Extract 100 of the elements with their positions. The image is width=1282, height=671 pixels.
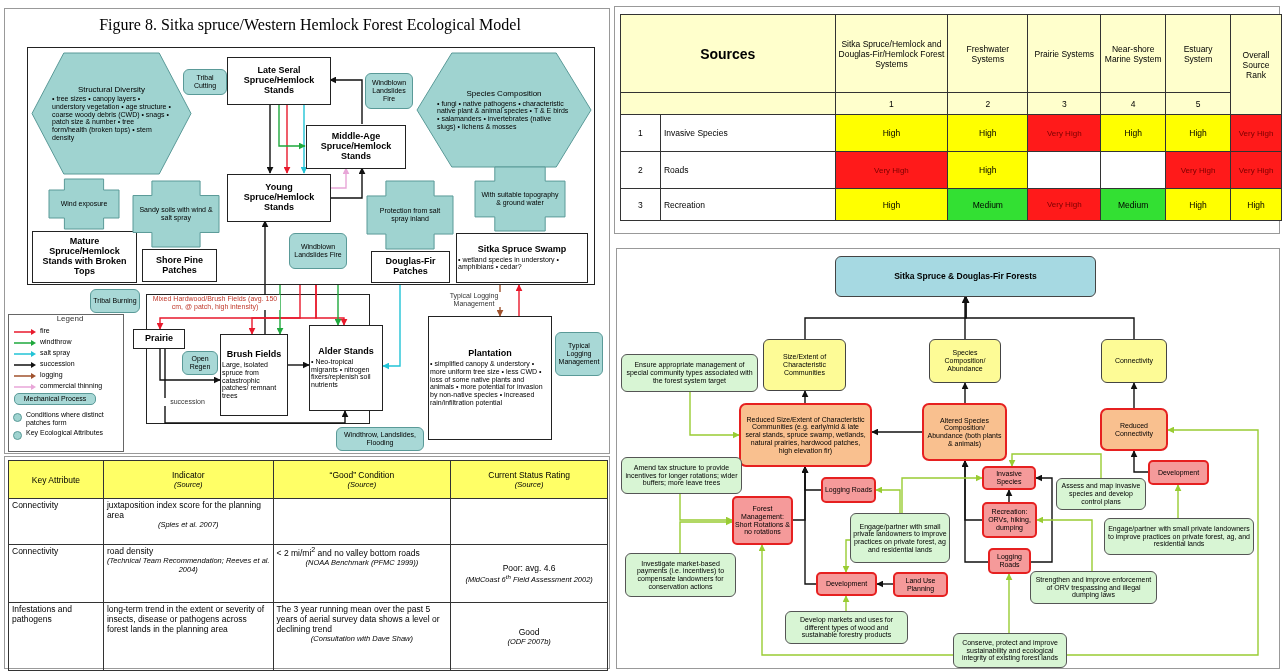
node-label: Mature Spruce/Hemlock Stands with Broken Tops: [41, 237, 128, 277]
stress-box: [922, 403, 1007, 461]
node-label: Alder Stands: [318, 347, 374, 358]
table-cell: Invasive Species: [660, 114, 836, 152]
arrow: [1030, 474, 1053, 563]
callout-bubble: [289, 233, 347, 269]
arrow: [876, 580, 894, 588]
condition-cross: [133, 181, 219, 247]
table-cell-text: The 3 year running mean over the past 5 years of aerial survey data shows a level or declining trend: [276, 604, 441, 634]
node-label: Plantation: [468, 349, 512, 360]
arrow: [961, 460, 983, 521]
table-cell: Prairie Systems: [1027, 14, 1101, 93]
stand-box: [371, 251, 450, 283]
stand-box: [142, 249, 217, 282]
threat-box: [732, 496, 793, 545]
threat-box: [1148, 460, 1209, 485]
table-cell: High: [1100, 114, 1166, 152]
table-cell-text: < 2 mi/mi$^{2}$ and no valley bottom roads: [276, 546, 421, 558]
arrow: [1008, 453, 1102, 479]
arrow: [842, 539, 851, 573]
arrow: [801, 390, 809, 404]
table-cell: High: [1230, 188, 1282, 221]
arrow: [276, 284, 284, 335]
attribute-hexagon: [417, 53, 591, 167]
condition-cross: [475, 167, 565, 231]
table-cell-text: Indicator: [170, 470, 206, 480]
arrow: [801, 466, 822, 491]
arrow: [329, 76, 363, 125]
stand-box: [220, 334, 288, 416]
arrow: [266, 103, 274, 174]
arrow: [1066, 426, 1259, 656]
arrow: [334, 284, 342, 326]
arrow: [1130, 450, 1149, 473]
table-cell: Sources: [620, 14, 836, 93]
table-cell-text: Poor: avg. 4.6: [501, 562, 557, 573]
strategy-box: [785, 611, 908, 644]
node-label: Prairie: [145, 334, 173, 344]
attribute-box: [763, 339, 846, 391]
arrow: [1130, 382, 1138, 409]
arrow: [1005, 489, 1013, 503]
arrow: [679, 518, 733, 554]
callout-bubble: [182, 351, 218, 375]
stand-box: [227, 57, 331, 105]
callout-bubble: [90, 289, 140, 313]
arrow: [300, 103, 308, 174]
threat-box: [988, 548, 1031, 574]
table-cell: High: [835, 188, 948, 221]
strategy-box: [953, 633, 1067, 668]
arrow: [329, 167, 366, 199]
arrow: [961, 296, 969, 340]
stand-box: [227, 174, 331, 222]
table-cell: High: [1165, 114, 1231, 152]
figure-title: Figure 8. Sitka spruce/Western Hemlock Forest Ecological Model: [98, 16, 522, 34]
table-cell: 1: [620, 114, 661, 152]
arrow: [287, 361, 310, 369]
threat-box: [893, 572, 948, 597]
stress-box: [1100, 408, 1168, 451]
stand-box: [309, 325, 383, 411]
arrow: [283, 103, 291, 174]
arrow: [515, 284, 523, 317]
arrow: [1174, 484, 1182, 519]
threat-box: [821, 477, 876, 503]
table-cell: Near-shore Marine System: [1100, 14, 1166, 93]
strategy-box: [621, 457, 742, 494]
arrow: [261, 220, 269, 335]
stress-box: [739, 403, 872, 467]
table-cell: long-term trend in the extent or severity of insects, disease or pathogens across forest lands in the planning area: [103, 602, 274, 671]
table-cell: Connectivity: [8, 498, 104, 545]
stand-box: [133, 329, 185, 349]
strategy-box: [1104, 518, 1254, 555]
stand-box: [32, 231, 137, 283]
table-cell: High: [1165, 188, 1231, 221]
table-cell: Sitka Spruce/Hemlock and Douglas-Fir/Hemlock Forest Systems: [835, 14, 948, 93]
node-label: Brush Fields: [226, 350, 282, 361]
arrow: [315, 284, 348, 326]
arrow: [329, 167, 350, 189]
node-label: Late Seral Spruce/Hemlock Stands: [242, 66, 316, 96]
node-label: Douglas-Fir Patches: [384, 257, 437, 277]
strategy-box: [621, 354, 758, 392]
arrow: [164, 348, 349, 424]
node-label: Shore Pine Patches: [155, 255, 204, 276]
arrow: [901, 474, 983, 514]
table-cell: Very High: [1230, 151, 1282, 189]
table-cell-text: “Good” Condition: [328, 470, 396, 480]
node-label: Young Spruce/Hemlock Stands: [242, 183, 316, 213]
arrow: [1005, 573, 1013, 634]
arrow: [962, 296, 1135, 340]
table-cell: Very High: [835, 151, 948, 189]
arrow: [871, 428, 923, 436]
table-cell: High: [835, 114, 948, 152]
table-cell: Estuary System: [1165, 14, 1231, 93]
table-cell-text: juxtaposition index score for the planning area: [106, 500, 262, 520]
table-cell: Freshwater Systems: [947, 14, 1028, 93]
arrow: [679, 493, 733, 524]
table-cell: 3: [620, 188, 661, 221]
group-frame: [27, 47, 595, 285]
node-label: Sitka Spruce & Douglas-Fir Forests: [894, 271, 1037, 282]
table-cell: Infestations and pathogens: [8, 602, 104, 671]
table-cell: Connectivity: [8, 544, 104, 603]
stand-box: [456, 233, 588, 283]
